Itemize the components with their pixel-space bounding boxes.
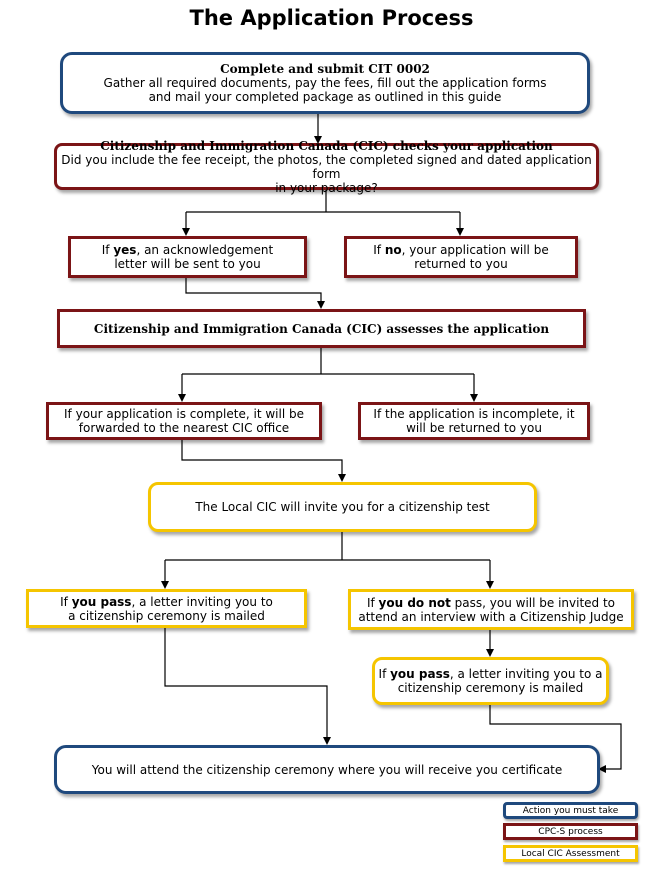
legend-action: Action you must take: [503, 802, 638, 819]
step-check-line1: Did you include the fee receipt, the pho…: [61, 152, 592, 181]
legend-action-label: Action you must take: [522, 805, 619, 816]
step-no-line1: If no, your application will be: [373, 243, 549, 257]
step-pass2-line2: citizenship ceremony is mailed: [397, 681, 584, 695]
legend-cpc-label: CPC-S process: [538, 826, 603, 837]
step-complete-line1: If your application is complete, it will…: [64, 407, 304, 421]
connector-complete-test: [181, 440, 346, 482]
step-assess: Citizenship and Immigration Canada (CIC)…: [57, 309, 586, 348]
connector-test-split: [165, 532, 490, 561]
step-test-text: The Local CIC will invite you for a citi…: [195, 500, 490, 514]
step-yes-line1: If yes, an acknowledgement: [101, 243, 274, 257]
step-submit: Complete and submit CIT 0002 Gather all …: [60, 52, 590, 114]
step-fail: If you do not pass, you will be invited …: [348, 589, 634, 630]
step-pass2: If you pass, a letter inviting you to a …: [372, 657, 609, 705]
connector-yes-assess: [185, 278, 325, 309]
step-yes-line2: letter will be sent to you: [114, 257, 261, 271]
step-pass: If you pass, a letter inviting you to a …: [26, 589, 307, 628]
step-pass2-line1: If you pass, a letter inviting you to a: [378, 667, 603, 681]
step-fail-line2: attend an interview with a Citizenship J…: [358, 609, 624, 624]
step-fail-line1: If you do not pass, you will be invited …: [366, 595, 616, 610]
step-incomplete-line2: will be returned to you: [406, 421, 542, 435]
connector-pass-ceremony: [164, 628, 331, 745]
step-check-heading: Citizenship and Immigration Canada (CIC)…: [100, 138, 553, 153]
step-assess-heading: Citizenship and Immigration Canada (CIC)…: [93, 321, 550, 336]
legend-local: Local CIC Assessment: [503, 845, 638, 862]
step-submit-line2: and mail your completed package as outli…: [148, 90, 502, 104]
connector-assess-split: [182, 348, 474, 375]
legend-local-label: Local CIC Assessment: [521, 848, 620, 859]
step-submit-line1: Gather all required documents, pay the f…: [103, 76, 547, 90]
step-check-line2: in your package?: [275, 180, 378, 195]
step-test: The Local CIC will invite you for a citi…: [148, 482, 537, 532]
step-pass-line1: If you pass, a letter inviting you to: [60, 594, 273, 609]
page-title: The Application Process: [189, 6, 474, 30]
step-no: If no, your application will be returned…: [344, 236, 578, 278]
step-pass-line2: a citizenship ceremony is mailed: [68, 608, 265, 623]
step-incomplete: If the application is incomplete, it wil…: [358, 402, 590, 440]
step-check: Citizenship and Immigration Canada (CIC)…: [54, 139, 599, 195]
step-yes: If yes, an acknowledgement letter will b…: [68, 236, 307, 278]
step-incomplete-line1: If the application is incomplete, it: [373, 407, 575, 421]
step-ceremony: You will attend the citizenship ceremony…: [54, 745, 600, 794]
step-ceremony-text: You will attend the citizenship ceremony…: [91, 762, 563, 777]
step-submit-heading: Complete and submit CIT 0002: [220, 62, 430, 76]
connector-check-split: [186, 190, 460, 213]
step-complete-line2: forwarded to the nearest CIC office: [78, 421, 290, 435]
connector-pass2-ceremony: [489, 705, 622, 773]
step-no-line2: returned to you: [414, 257, 508, 271]
step-complete: If your application is complete, it will…: [46, 402, 322, 440]
legend-cpc: CPC-S process: [503, 823, 638, 840]
